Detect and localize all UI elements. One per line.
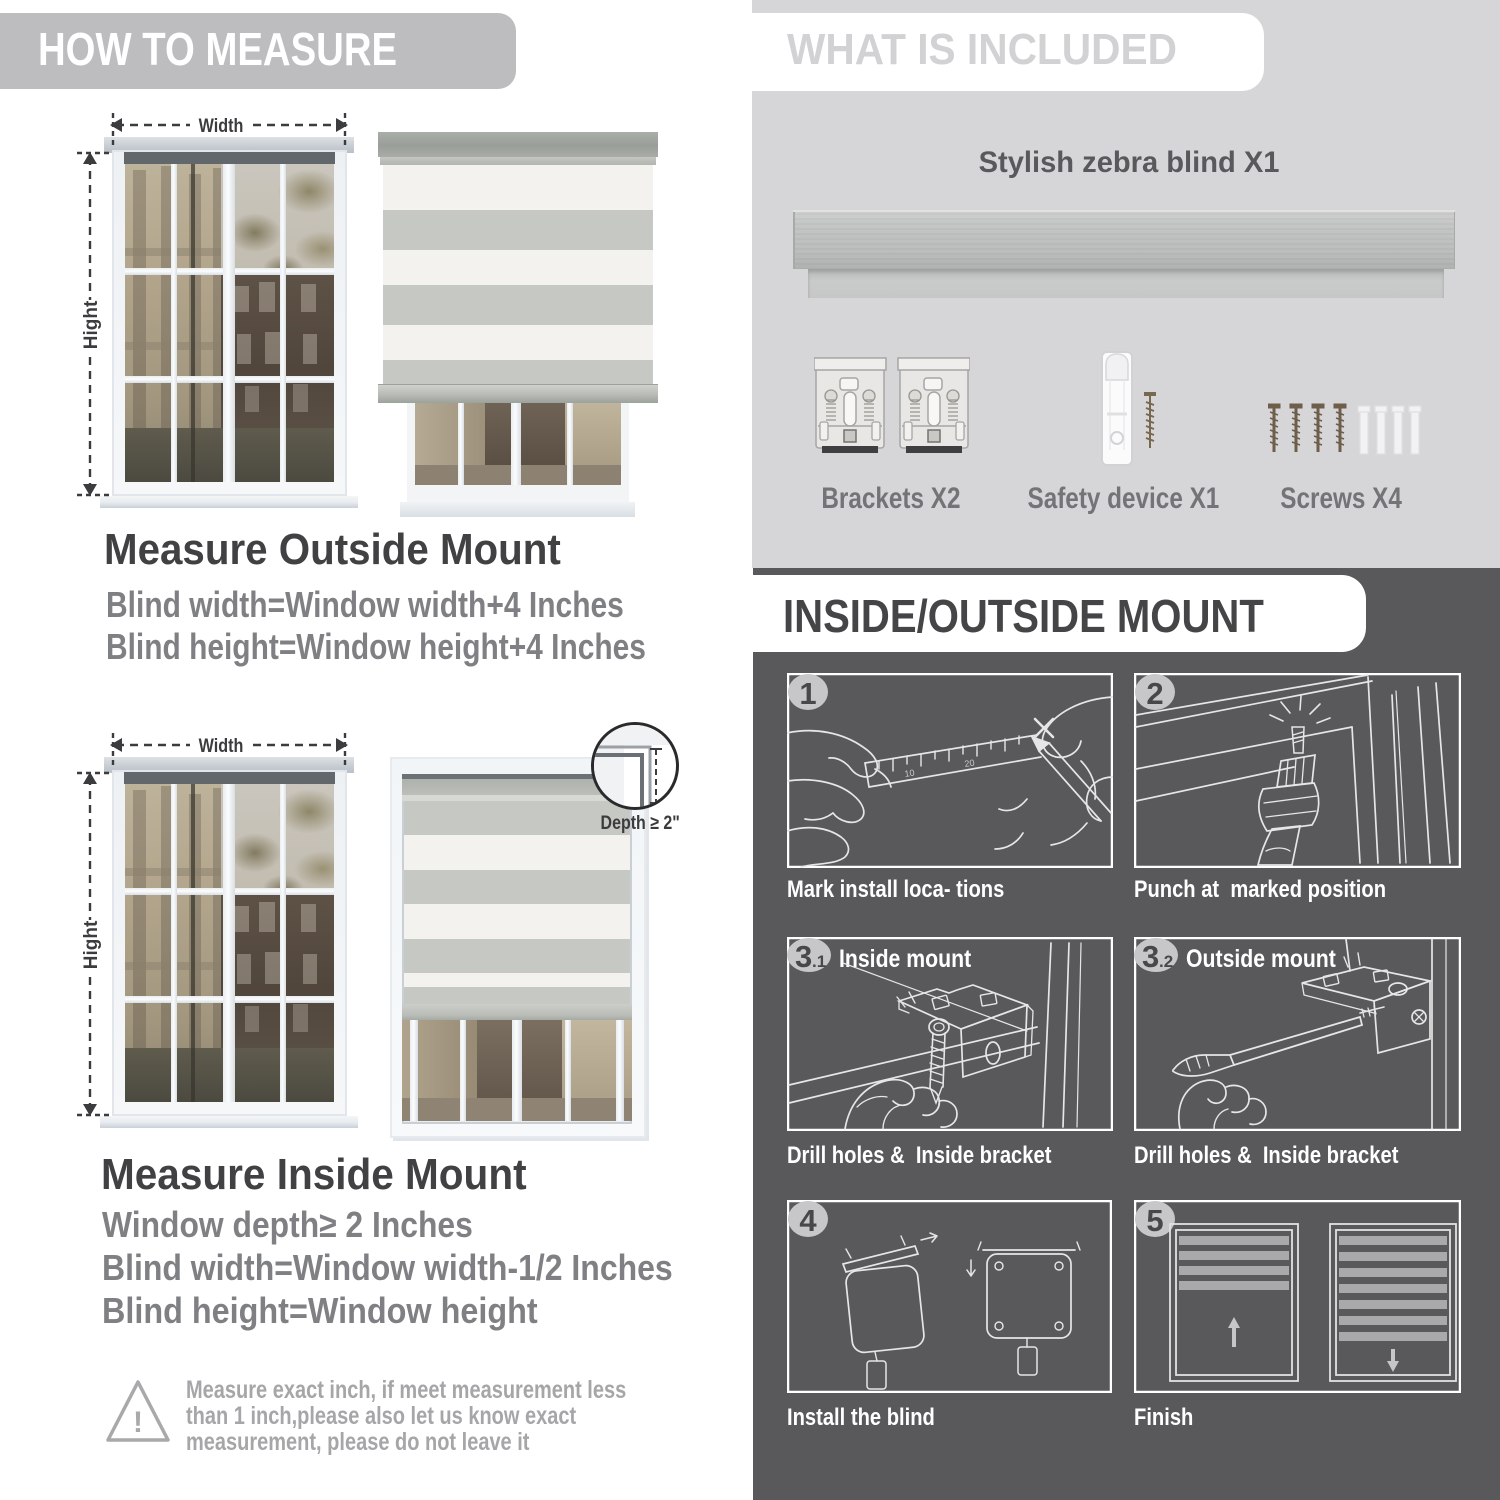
svg-text:Hight: Hight: [81, 920, 102, 969]
svg-text:10: 10: [904, 768, 915, 779]
svg-text:3: 3: [795, 939, 812, 974]
svg-text:1: 1: [799, 676, 816, 711]
svg-text:3: 3: [1142, 939, 1159, 974]
svg-text:5: 5: [1146, 1203, 1163, 1238]
svg-text:Inside mount: Inside mount: [839, 944, 971, 972]
svg-text:Outside mount: Outside mount: [1186, 944, 1336, 972]
svg-text:2: 2: [1146, 676, 1163, 711]
svg-text:4: 4: [799, 1203, 817, 1238]
svg-text:.2: .2: [1159, 952, 1173, 971]
svg-text:!: !: [133, 1406, 143, 1439]
svg-text:Hight: Hight: [81, 300, 102, 349]
svg-text:.1: .1: [812, 952, 826, 971]
svg-text:20: 20: [964, 758, 975, 769]
svg-text:Width: Width: [199, 735, 244, 757]
svg-text:Width: Width: [199, 115, 244, 137]
